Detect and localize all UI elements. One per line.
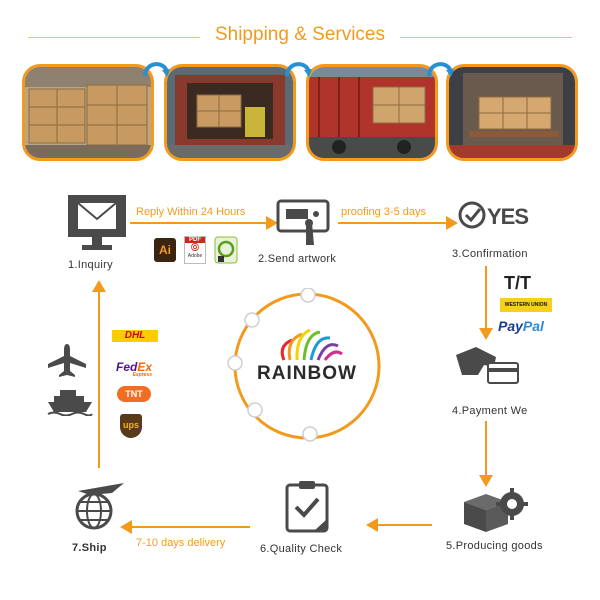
- rainbow-logo-ring: [227, 288, 381, 442]
- coreldraw-icon: [214, 236, 238, 264]
- swirl-arrow-icon: [427, 62, 454, 77]
- title-divider-left: [28, 37, 200, 38]
- ship-icon: [47, 390, 93, 416]
- arrow-left-icon: [366, 518, 378, 532]
- arrow-right-icon: [446, 216, 458, 230]
- tt-text: T/T: [504, 273, 531, 293]
- step-send-artwork-label: 2.Send artwork: [258, 253, 337, 265]
- delivery-text: 7-10 days delivery: [136, 537, 226, 549]
- western-union-logo: WESTERN UNION: [500, 298, 552, 312]
- step-confirmation-label: 3.Confirmation: [452, 248, 528, 260]
- flow-arrow-line: [485, 421, 487, 477]
- rainbow-logo-text: RAINBOW: [257, 363, 357, 384]
- step-quality-label: 6.Quality Check: [260, 543, 343, 555]
- pdf-icon: PDF ⦾ Adobe: [184, 236, 206, 264]
- clipboard-check-icon: [285, 481, 329, 533]
- proofing-text: proofing 3-5 days: [341, 206, 426, 218]
- fedex-text-b: Ex: [137, 360, 153, 374]
- tnt-logo: TNT: [117, 386, 151, 402]
- flow-arrow-line: [376, 524, 432, 526]
- yes-text: YES: [487, 204, 529, 229]
- pdf-label: PDF: [185, 237, 205, 243]
- fedex-logo: FedEx Express: [116, 360, 152, 378]
- arrow-down-icon: [479, 475, 493, 487]
- design-tablet-icon: [276, 199, 330, 245]
- paypal-text-a: Pay: [498, 318, 523, 334]
- step-ship-label: 7.Ship: [72, 542, 107, 554]
- dhl-logo: DHL: [112, 330, 158, 342]
- ups-logo: ups: [120, 414, 142, 438]
- fedex-text-a: Fed: [116, 360, 138, 374]
- airplane-icon: [48, 344, 86, 377]
- arrow-right-icon: [266, 216, 278, 230]
- paypal-text-b: Pal: [522, 318, 544, 334]
- page-title: Shipping & Services: [214, 24, 386, 45]
- loaded-container-photo: [446, 64, 578, 161]
- swirl-arrow-icon: [285, 62, 312, 77]
- forklift-loading-photo: [164, 64, 296, 161]
- flow-arrow-line: [130, 526, 250, 528]
- flow-arrow-line: [130, 222, 270, 224]
- flow-arrow-line: [485, 266, 487, 330]
- illustrator-icon: Ai: [154, 238, 176, 262]
- step-payment-label: 4.Payment We: [452, 405, 528, 417]
- flow-arrow-line: [98, 290, 100, 468]
- fedex-sub: Express: [132, 372, 153, 378]
- flow-arrow-line: [338, 222, 448, 224]
- swirl-arrow-icon: [143, 62, 170, 77]
- paypal-logo: PayPal: [498, 318, 544, 334]
- hand-card-icon: [456, 347, 519, 384]
- reply-text: Reply Within 24 Hours: [136, 206, 246, 218]
- checkmark-circle-icon: [458, 201, 486, 229]
- arrow-left-icon: [120, 520, 132, 534]
- arrow-down-icon: [479, 328, 493, 340]
- box-gear-icon: [464, 488, 528, 532]
- pdf-sub-label: Adobe: [187, 253, 203, 259]
- truck-container-photo: [306, 64, 438, 161]
- step-inquiry-label: 1.Inquiry: [68, 259, 113, 271]
- warehouse-boxes-photo: [22, 64, 154, 161]
- computer-mail-icon: [68, 195, 126, 250]
- title-divider-right: [400, 37, 572, 38]
- globe-plane-icon: [75, 483, 124, 530]
- step-producing-label: 5.Producing goods: [446, 540, 543, 552]
- arrow-up-icon: [92, 280, 106, 292]
